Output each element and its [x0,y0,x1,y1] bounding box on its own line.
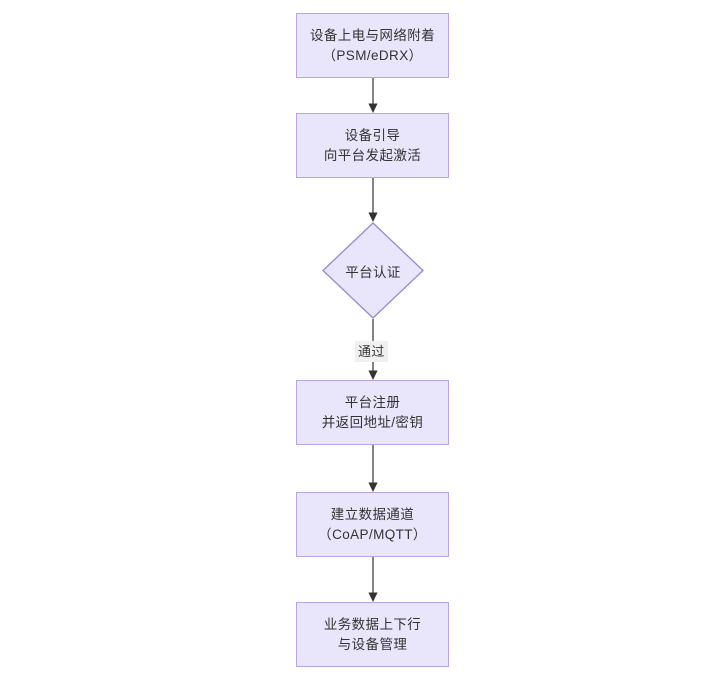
node-text-line: 平台认证 [345,264,401,280]
node-text-line: 并返回地址/密钥 [321,414,424,430]
node-text-line: 平台注册 [344,394,401,410]
node-text-line: 业务数据上下行 [323,616,422,632]
node-text-line: 向平台发起激活 [323,147,422,163]
node-text-line: （CoAP/MQTT） [318,526,427,542]
node-text-line: 建立数据通道 [330,506,415,522]
edge-label-pass: 通过 [355,341,388,362]
node-text-line: 设备上电与网络附着 [309,27,436,43]
node-establish-data-channel[interactable]: 建立数据通道 （CoAP/MQTT） [296,492,449,557]
node-text-line: 与设备管理 [337,636,408,652]
node-platform-registration[interactable]: 平台注册 并返回地址/密钥 [296,380,449,445]
node-device-bootstrap[interactable]: 设备引导 向平台发起激活 [296,113,449,178]
node-platform-authentication[interactable]: 平台认证 [322,222,424,319]
node-device-power-on[interactable]: 设备上电与网络附着 （PSM/eDRX） [296,13,449,78]
node-text-line: （PSM/eDRX） [322,47,423,63]
node-text-line: 设备引导 [344,127,401,143]
node-business-data-and-device-management[interactable]: 业务数据上下行 与设备管理 [296,602,449,667]
